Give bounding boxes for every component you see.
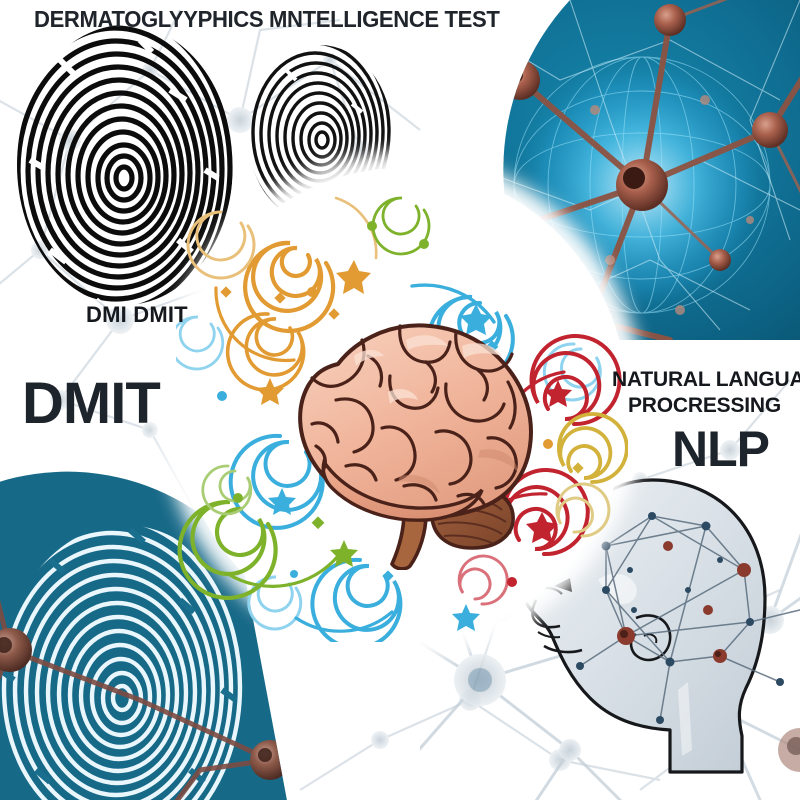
- page-title: DERMATOGLYYPHICS MNTELLIGENCE TEST: [34, 6, 500, 32]
- nlp-label-line2: PROCRESSING: [628, 394, 781, 417]
- fingerprint-icon: [0, 525, 243, 800]
- brain-icon: [298, 323, 533, 570]
- fingerprint-caption: DMI DMIT: [86, 302, 188, 327]
- brand-dmit: DMIT: [22, 371, 161, 436]
- nlp-label-line1: NATURAL LANGUAGE: [612, 368, 800, 391]
- brand-nlp: NLP: [672, 421, 770, 477]
- decorative-spirals: [176, 196, 628, 642]
- brain-network-graph: [576, 512, 800, 724]
- brainstem: [389, 510, 428, 570]
- head-profile-network-panel: [420, 450, 800, 800]
- fingerprint-icon: [17, 25, 233, 305]
- star-icon: [256, 260, 572, 631]
